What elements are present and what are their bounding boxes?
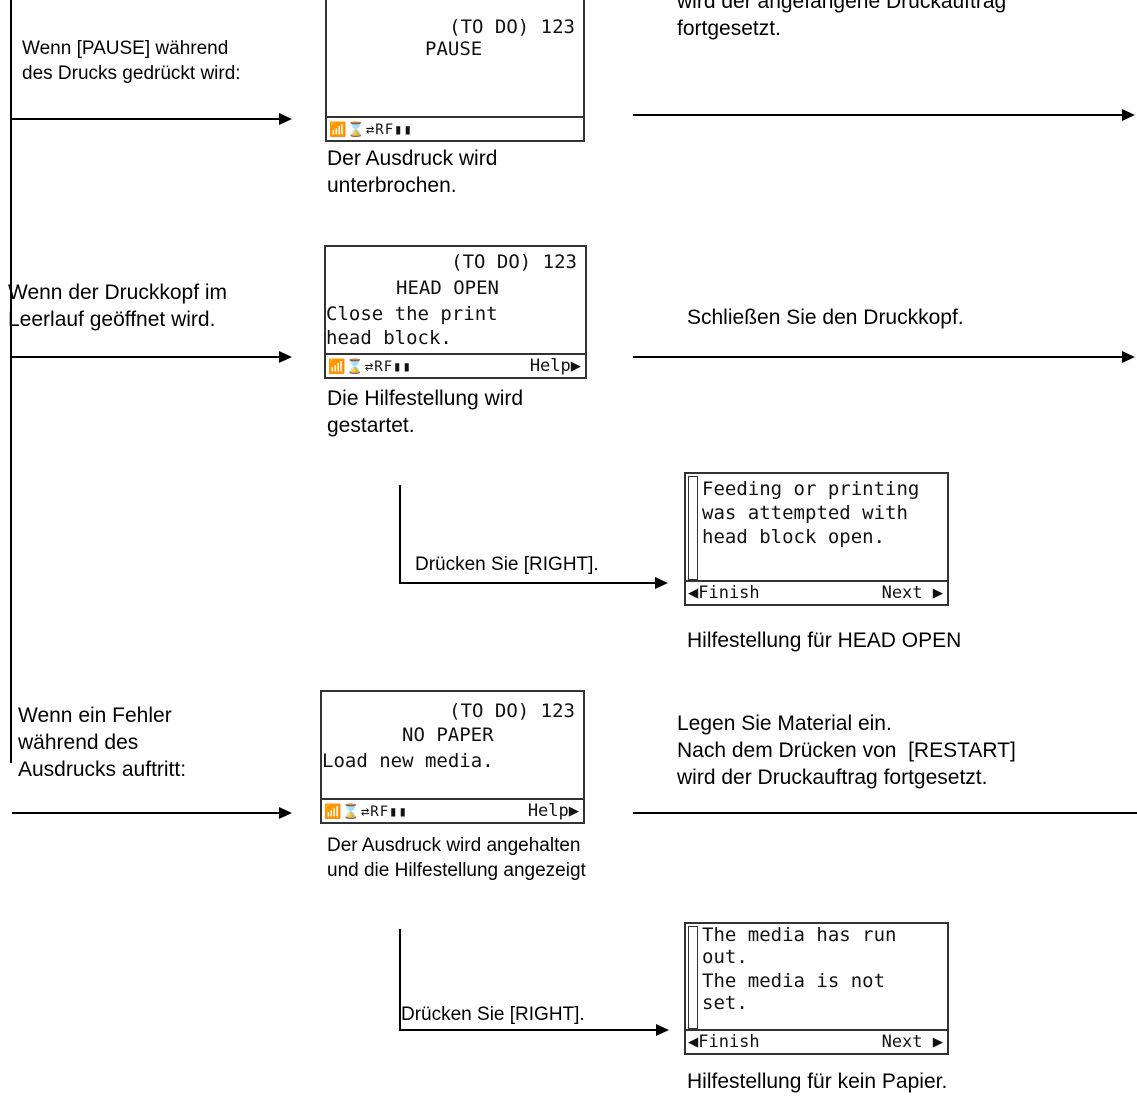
error-condition-text: Wenn ein Fehler während des Ausdrucks au… xyxy=(18,704,187,781)
press-right-text-2: Drücken Sie [RIGHT]. xyxy=(401,1004,585,1025)
head-open-arrow-in xyxy=(12,351,292,363)
help-line2: out. xyxy=(702,946,748,968)
pause-lcd-screen: (TO DO) 123 PAUSE 📶⌛⇄RF▮▮ xyxy=(325,0,585,142)
next-label: Next ▶ xyxy=(881,583,943,603)
lcd-line4: head block. xyxy=(326,327,452,349)
help-branch-2-line xyxy=(399,929,401,1029)
next-label: Next ▶ xyxy=(881,1032,943,1052)
lcd-status-bar: 📶⌛⇄RF▮▮ Help▶ xyxy=(322,798,583,822)
lcd-line3: Close the print xyxy=(326,303,498,325)
head-open-caption: Die Hilfestellung wird gestartet. xyxy=(327,387,524,437)
pause-arrow-out xyxy=(633,109,1135,121)
help-line3: The media is not xyxy=(702,970,886,992)
scroll-bar xyxy=(688,926,698,1029)
lcd-line1: (TO DO) 123 xyxy=(451,251,577,273)
scroll-bar xyxy=(688,476,698,580)
head-open-lcd-screen: (TO DO) 123 HEAD OPEN Close the print he… xyxy=(324,245,587,379)
help-branch-1-arrow xyxy=(399,577,668,589)
status-icons: 📶⌛⇄RF▮▮ xyxy=(329,122,414,138)
no-paper-line-out xyxy=(633,812,1137,814)
lcd-line2: NO PAPER xyxy=(402,724,494,746)
lcd-status-bar: 📶⌛⇄RF▮▮ xyxy=(327,116,583,140)
help-line1: The media has run xyxy=(702,924,897,946)
help-line1: Feeding or printing xyxy=(702,478,920,500)
press-right-text-1: Drücken Sie [RIGHT]. xyxy=(415,554,599,575)
finish-label: ◀Finish xyxy=(688,583,760,603)
help-line2: was attempted with xyxy=(702,502,908,524)
pause-arrow-in xyxy=(12,113,292,125)
help-indicator: Help▶ xyxy=(529,356,581,376)
lcd-line1: (TO DO) 123 xyxy=(449,700,575,722)
flow-spine xyxy=(10,0,12,763)
lcd-line2: PAUSE xyxy=(425,38,483,60)
head-open-help-caption: Hilfestellung für HEAD OPEN xyxy=(687,629,962,652)
lcd-status-bar: 📶⌛⇄RF▮▮ Help▶ xyxy=(326,353,585,377)
finish-label: ◀Finish xyxy=(688,1032,760,1052)
pause-condition-text: Wenn [PAUSE] während des Drucks gedrückt… xyxy=(22,38,241,84)
pause-right-text: wird der angefangene Druckauftrag fortge… xyxy=(677,0,1007,40)
help-line4: set. xyxy=(702,992,748,1014)
no-paper-help-screen: The media has run out. The media is not … xyxy=(684,922,949,1055)
no-paper-help-caption: Hilfestellung für kein Papier. xyxy=(687,1070,948,1093)
head-open-help-screen: Feeding or printing was attempted with h… xyxy=(684,472,949,606)
help-nav-bar: ◀Finish Next ▶ xyxy=(686,1029,947,1053)
lcd-line1: (TO DO) 123 xyxy=(449,16,575,38)
lcd-line3: Load new media. xyxy=(322,750,494,772)
head-open-right-text: Schließen Sie den Druckkopf. xyxy=(687,306,964,329)
head-open-condition-text: Wenn der Druckkopf im Leerlauf geöffnet … xyxy=(8,281,228,331)
help-branch-1-line xyxy=(399,485,401,583)
lcd-line2: HEAD OPEN xyxy=(396,277,499,299)
no-paper-lcd-screen: (TO DO) 123 NO PAPER Load new media. 📶⌛⇄… xyxy=(320,690,585,824)
help-nav-bar: ◀Finish Next ▶ xyxy=(686,580,947,604)
error-arrow-in xyxy=(12,807,292,819)
help-line3: head block open. xyxy=(702,526,886,548)
status-icons: 📶⌛⇄RF▮▮ xyxy=(328,359,413,375)
no-paper-caption: Der Ausdruck wird angehalten und die Hil… xyxy=(327,835,586,881)
status-icons: 📶⌛⇄RF▮▮ xyxy=(324,804,409,820)
pause-caption: Der Ausdruck wird unterbrochen. xyxy=(327,147,498,197)
head-open-arrow-out xyxy=(633,351,1135,363)
help-indicator: Help▶ xyxy=(527,801,579,821)
no-paper-right-text: Legen Sie Material ein. Nach dem Drücken… xyxy=(677,712,1016,789)
help-branch-2-arrow xyxy=(399,1024,669,1036)
